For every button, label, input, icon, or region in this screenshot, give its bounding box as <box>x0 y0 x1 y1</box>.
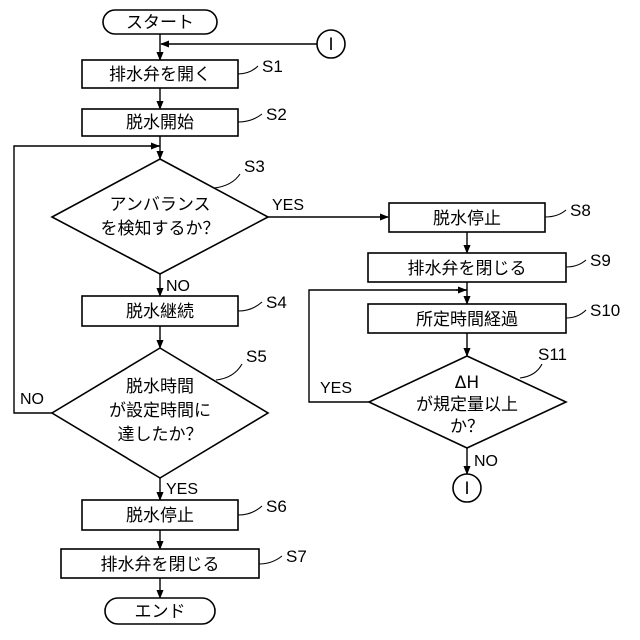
decision-s3-line2: を検知するか？ <box>101 219 220 239</box>
decision-s5-line1: 脱水時間 <box>126 377 194 397</box>
leader-s2 <box>238 114 262 122</box>
process-s4-label: 脱水継続 <box>126 302 194 322</box>
decision-s11-line1: ΔH <box>455 373 479 393</box>
leader-s3 <box>214 174 240 188</box>
leader-s8 <box>545 210 566 217</box>
leader-s10 <box>566 310 586 318</box>
branch-s3-no: NO <box>166 278 190 295</box>
end-terminal-label: エンド <box>135 602 186 622</box>
step-label-s2: S2 <box>266 105 287 124</box>
step-label-s8: S8 <box>570 201 591 220</box>
process-s9-label: 排水弁を閉じる <box>408 259 527 279</box>
decision-s3-line1: アンバランス <box>110 195 211 215</box>
leader-s11 <box>520 364 542 378</box>
leader-s6 <box>238 506 262 515</box>
leader-s9 <box>566 260 586 267</box>
process-s8-label: 脱水停止 <box>433 209 501 229</box>
step-label-s5: S5 <box>246 347 267 366</box>
branch-s5-yes: YES <box>166 481 198 498</box>
leader-s7 <box>259 556 282 564</box>
process-s6-label: 脱水停止 <box>126 506 194 526</box>
process-s1-label: 排水弁を開く <box>109 65 211 85</box>
step-label-s4: S4 <box>266 293 287 312</box>
decision-s5-line3: 達したか？ <box>118 425 203 445</box>
start-terminal-label: スタート <box>126 13 194 33</box>
step-label-s1: S1 <box>262 57 283 76</box>
step-label-s7: S7 <box>286 547 307 566</box>
leader-s4 <box>238 302 262 311</box>
decision-s3 <box>52 159 268 274</box>
step-label-s6: S6 <box>266 497 287 516</box>
leader-s1 <box>238 66 258 74</box>
step-label-s11: S11 <box>538 345 567 364</box>
leader-s5 <box>216 364 242 380</box>
branch-s5-no: NO <box>20 391 44 408</box>
connector-top-label: I <box>328 35 333 55</box>
decision-s5-line2: が設定時間に <box>109 401 211 421</box>
branch-s3-yes: YES <box>272 197 304 214</box>
process-s10-label: 所定時間経過 <box>416 310 518 330</box>
decision-s11-line3: か？ <box>450 417 484 437</box>
connector-bottom-label: I <box>464 479 469 499</box>
step-label-s10: S10 <box>590 301 620 320</box>
decision-s11-line2: が規定量以上 <box>416 395 518 415</box>
process-s2-label: 脱水開始 <box>126 113 194 133</box>
process-s7-label: 排水弁を閉じる <box>101 555 220 575</box>
step-label-s3: S3 <box>244 157 265 176</box>
branch-s11-no: NO <box>474 453 498 470</box>
branch-s11-yes: YES <box>320 380 352 397</box>
step-label-s9: S9 <box>590 251 611 270</box>
